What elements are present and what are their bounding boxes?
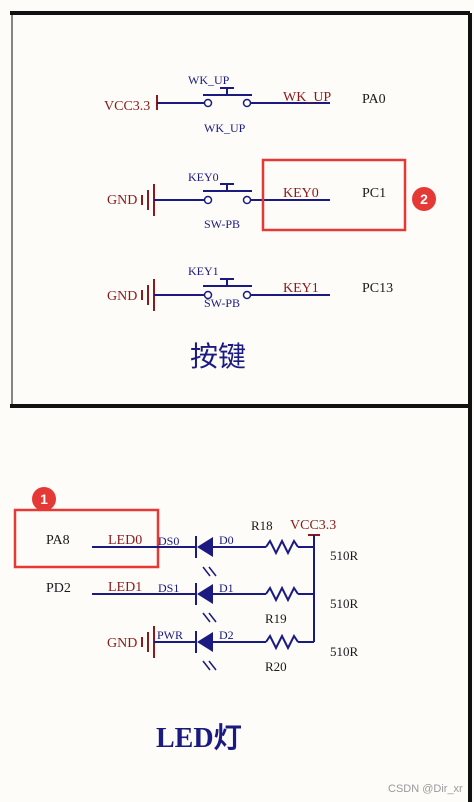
net-label: VCC3.3 (104, 99, 150, 114)
led-diode-icon (197, 537, 213, 557)
resistor-value: 510R (330, 596, 359, 611)
emission-arrow-icon (208, 660, 217, 671)
resistor-icon (265, 538, 299, 556)
switch-label-bottom: WK_UP (204, 121, 246, 135)
switch-contact (242, 290, 252, 300)
port-label: PA0 (362, 92, 386, 107)
led-diode-icon (197, 584, 213, 604)
signal-label: LED1 (108, 580, 142, 595)
net-label: GND (107, 636, 137, 651)
switch-contact (242, 98, 252, 108)
led-row-1: PD2 LED1 DS1 D1 R19 510R (46, 580, 359, 626)
led-diode-icon (197, 632, 213, 652)
diode-label: D1 (219, 581, 234, 595)
port-label: PD2 (46, 581, 71, 596)
resistor-label: R19 (265, 611, 287, 626)
emission-arrow-icon (202, 612, 211, 623)
key-row-key1: GND KEY1 SW-PB KEY1 PC13 (107, 264, 393, 311)
highlight-box-pc1 (261, 158, 407, 232)
emission-arrow-icon (208, 612, 217, 623)
badge-1 (32, 487, 56, 511)
badge-2-label: 2 (420, 191, 428, 207)
switch-label-top: KEY1 (188, 264, 219, 278)
resistor-icon (265, 633, 299, 651)
key-row-wkup: VCC3.3 WK_UP WK_UP WK_UP PA0 (104, 73, 386, 135)
switch-label-bottom: SW-PB (204, 217, 240, 231)
diode-label: D2 (219, 628, 234, 642)
ds-label: DS1 (158, 581, 179, 595)
switch-label-top: KEY0 (188, 170, 219, 184)
led-row-2: GND PWR D2 R20 510R (107, 626, 359, 674)
watermark: CSDN @Dir_xr (388, 783, 463, 795)
resistor-icon (265, 585, 299, 603)
ds-label: PWR (157, 628, 183, 642)
resistor-value: 510R (330, 644, 359, 659)
switch-contact (203, 290, 213, 300)
led-section-title: LED灯 (156, 722, 242, 754)
key-row-key0: GND KEY0 SW-PB KEY0 PC1 (107, 170, 386, 231)
resistor-label: R20 (265, 659, 287, 674)
net-label: GND (107, 289, 137, 304)
switch-label-bottom: SW-PB (204, 296, 240, 310)
net-label: GND (107, 193, 137, 208)
ds-label: DS0 (158, 534, 179, 548)
signal-label: LED0 (108, 533, 142, 548)
signal-label: KEY0 (283, 186, 319, 201)
keys-section-title: 按键 (190, 340, 246, 373)
port-label: PA8 (46, 533, 70, 548)
diode-label: D0 (219, 533, 234, 547)
switch-contact (242, 195, 252, 205)
led-row-0: PA8 LED0 DS0 D0 R18 510R (46, 518, 359, 577)
port-label: PC13 (362, 281, 393, 296)
emission-arrow-icon (202, 566, 211, 577)
signal-label: WK_UP (283, 90, 331, 105)
emission-arrow-icon (208, 566, 217, 577)
emission-arrow-icon (202, 660, 211, 671)
signal-label: KEY1 (283, 281, 319, 296)
port-label: PC1 (362, 186, 386, 201)
switch-contact (203, 195, 213, 205)
vcc-label: VCC3.3 (290, 518, 336, 533)
switch-contact (203, 98, 213, 108)
resistor-label: R18 (251, 518, 273, 533)
switch-label-top: WK_UP (188, 73, 230, 87)
highlight-box-pa8 (13, 508, 160, 569)
badge-1-label: 1 (40, 491, 48, 507)
badge-2 (412, 187, 436, 211)
resistor-value: 510R (330, 548, 359, 563)
